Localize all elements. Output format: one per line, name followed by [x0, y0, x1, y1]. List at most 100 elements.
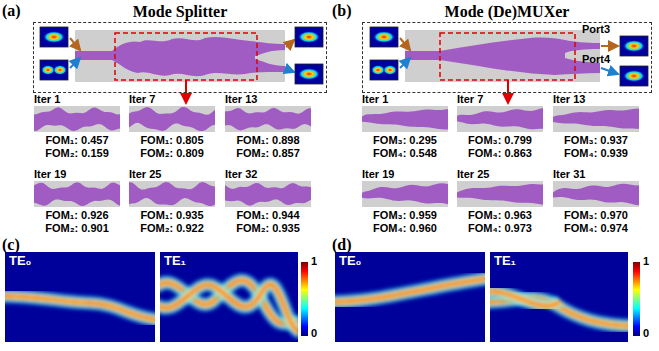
dashed-frame: Mode (De)MUXer [362, 3, 652, 93]
label: FOM₂: 0.857 [236, 147, 300, 159]
label: Iter 19 [34, 168, 66, 180]
design-thumbnail [34, 106, 120, 132]
label: TE₀ [9, 254, 31, 268]
label: Port3 [582, 23, 610, 35]
design-shape [553, 184, 639, 206]
design-thumbnail [34, 181, 120, 207]
design-shape [34, 107, 120, 131]
label: (a) [2, 2, 21, 20]
design-thumbnail [457, 181, 543, 207]
design-shape [457, 108, 543, 129]
label: TE₁ [494, 254, 516, 268]
design-thumbnail [553, 106, 639, 132]
mode-lobe [53, 65, 67, 75]
field-beam [5, 296, 155, 320]
label: 0 [311, 327, 317, 339]
mode-profile [40, 60, 68, 80]
label: FOM₂: 0.159 [45, 147, 109, 159]
label: FOM₂: 0.901 [45, 222, 109, 234]
label: Iter 25 [129, 168, 161, 180]
label: Port4 [582, 53, 610, 65]
label: FOM₃: 0.295 [373, 134, 437, 146]
design-shape [129, 182, 215, 206]
field-beam [335, 278, 485, 302]
label: FOM₃: 0.963 [468, 209, 532, 221]
design-thumbnail [362, 181, 448, 207]
mode-lobe [43, 31, 65, 43]
design-shape [362, 183, 448, 204]
label: FOM₄: 0.863 [468, 147, 532, 159]
label: FOM₄: 0.939 [564, 147, 628, 159]
design-shape [225, 108, 311, 131]
mode-profile [620, 66, 648, 86]
mode-lobe [623, 70, 645, 82]
dashed-border [33, 22, 327, 93]
field-beam [490, 292, 560, 306]
field-beam [160, 284, 298, 332]
field-beam [5, 296, 155, 320]
label: (d) [332, 236, 352, 254]
field-beam [335, 278, 485, 302]
field-beam [490, 292, 560, 306]
label: FOM₁: 0.457 [45, 134, 108, 146]
mode-profile [295, 27, 323, 47]
design-thumbnail [362, 106, 448, 132]
dashed-frame: Mode Splitter [33, 3, 327, 93]
label: Iter 25 [457, 168, 489, 180]
label: FOM₁: 0.898 [236, 134, 299, 146]
label: Iter 19 [362, 168, 394, 180]
label: 0 [643, 327, 649, 339]
label: FOM₂: 0.935 [236, 222, 300, 234]
label: (b) [332, 2, 352, 20]
label: TE₁ [164, 254, 186, 268]
panel-title: Mode Splitter [33, 3, 327, 21]
mode-profile [295, 64, 323, 84]
label: Iter 7 [129, 93, 155, 105]
label: Iter 13 [553, 93, 585, 105]
label: FOM₄: 0.974 [564, 222, 628, 234]
design-shape [225, 183, 311, 206]
label: FOM₃: 0.970 [564, 209, 628, 221]
mode-lobe [383, 65, 397, 75]
label: Iter 32 [225, 168, 257, 180]
design-thumbnail [553, 181, 639, 207]
label: FOM₁: 0.805 [140, 134, 203, 146]
design-thumbnail [225, 181, 311, 207]
panel-title: Mode (De)MUXer [362, 3, 652, 21]
label: FOM₁: 0.935 [140, 209, 203, 221]
label: FOM₄: 0.973 [468, 222, 532, 234]
design-shape [129, 107, 215, 131]
field-beam [160, 284, 298, 332]
label: 1 [643, 255, 649, 267]
design-thumbnail [129, 106, 215, 132]
mode-lobe [298, 31, 320, 43]
label: Iter 13 [225, 93, 257, 105]
label: FOM₁: 0.944 [236, 209, 299, 221]
mode-profile [40, 27, 68, 47]
field-beam [335, 278, 485, 302]
design-shape [362, 109, 448, 129]
mode-lobe [371, 65, 385, 75]
label: Iter 1 [362, 93, 388, 105]
mode-lobe [298, 68, 320, 80]
mode-lobe [373, 31, 395, 43]
label: Iter 31 [553, 168, 585, 180]
label: FOM₄: 0.960 [373, 222, 437, 234]
mode-profile [370, 60, 398, 80]
field-beam [335, 278, 485, 302]
mode-profile [370, 27, 398, 47]
field-beam [160, 284, 298, 332]
label: FOM₃: 0.959 [373, 209, 437, 221]
label: FOM₃: 0.799 [468, 134, 532, 146]
field-beam [160, 284, 298, 332]
label: Iter 1 [34, 93, 60, 105]
label: Iter 7 [457, 93, 483, 105]
label: FOM₄: 0.548 [373, 147, 437, 159]
design-thumbnail [225, 106, 311, 132]
label: FOM₁: 0.926 [45, 209, 108, 221]
label: FOM₂: 0.922 [140, 222, 204, 234]
field-beam [490, 292, 560, 306]
label: 1 [311, 255, 317, 267]
design-thumbnail [457, 106, 543, 132]
mode-lobe [623, 40, 645, 52]
